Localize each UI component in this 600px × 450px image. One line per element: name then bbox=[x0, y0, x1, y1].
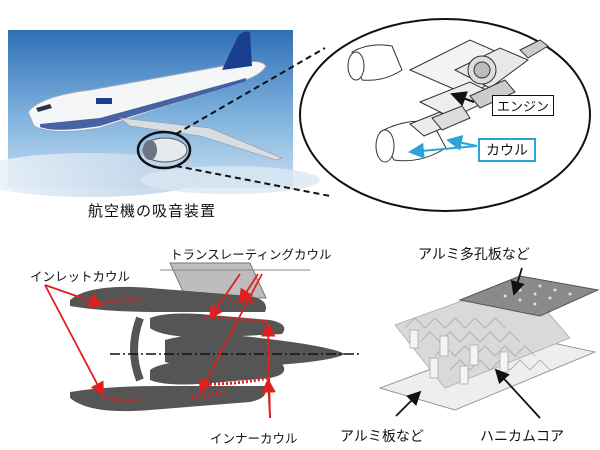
honeycomb-arrows bbox=[395, 267, 541, 419]
aluminum-plate-label: アルミ板など bbox=[340, 429, 424, 445]
cowl-pointer-arrow-2 bbox=[446, 135, 478, 151]
zoom-line-bottom bbox=[175, 165, 331, 197]
zoom-line-top bbox=[175, 47, 326, 135]
engine-cross-section bbox=[70, 262, 360, 412]
inlet-cowl-label: インレットカウル bbox=[30, 269, 131, 284]
inner-cowl-label: インナーカウル bbox=[210, 431, 298, 446]
cowl-pointer-arrow-1 bbox=[408, 142, 478, 159]
perforated-plate-label: アルミ多孔板など bbox=[418, 247, 530, 263]
red-arrows bbox=[44, 273, 276, 419]
cowl-label: カウル bbox=[478, 138, 536, 162]
photo-caption: 航空機の吸音装置 bbox=[88, 202, 217, 220]
translating-cowl-label: トランスレーティングカウル bbox=[170, 247, 332, 262]
engine-label: エンジン bbox=[492, 95, 555, 116]
engine-highlight-ring bbox=[136, 130, 192, 170]
honeycomb-core-label: ハニカムコア bbox=[480, 429, 564, 445]
airplane-photo bbox=[0, 30, 320, 197]
honeycomb-panel bbox=[378, 275, 600, 411]
engine-pointer-arrow bbox=[450, 91, 475, 107]
